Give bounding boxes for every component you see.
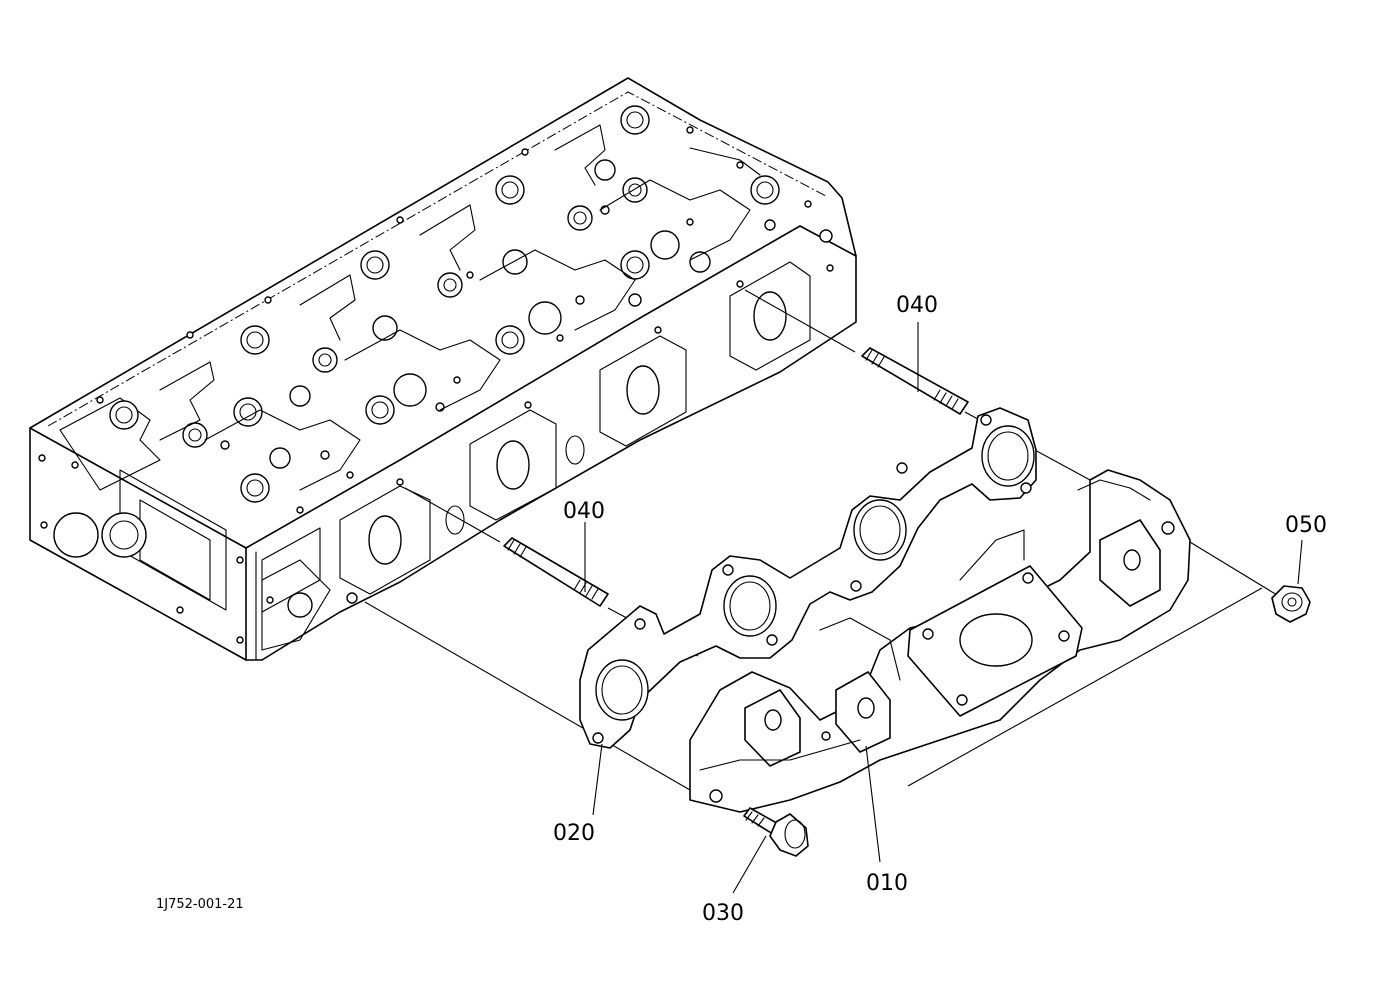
callout-040-upper: 040 bbox=[896, 293, 938, 318]
manifold-gasket bbox=[579, 407, 1037, 749]
stud-bolt-upper bbox=[861, 347, 969, 415]
callout-050: 050 bbox=[1285, 513, 1327, 538]
callout-020: 020 bbox=[553, 821, 595, 846]
head-top-bosses bbox=[59, 105, 812, 514]
callout-040-lower: 040 bbox=[563, 499, 605, 524]
flange-bolt bbox=[743, 807, 809, 857]
callout-010: 010 bbox=[866, 871, 908, 896]
head-port-flanges bbox=[339, 229, 834, 595]
callout-leaders bbox=[584, 322, 1303, 894]
callout-030: 030 bbox=[702, 901, 744, 926]
figure-code: 1J752-001-21 bbox=[156, 897, 244, 912]
exhaust-manifold bbox=[689, 469, 1191, 813]
stud-bolt-lower bbox=[503, 537, 609, 607]
flange-nut bbox=[1271, 585, 1311, 623]
cylinder-head bbox=[29, 77, 857, 661]
